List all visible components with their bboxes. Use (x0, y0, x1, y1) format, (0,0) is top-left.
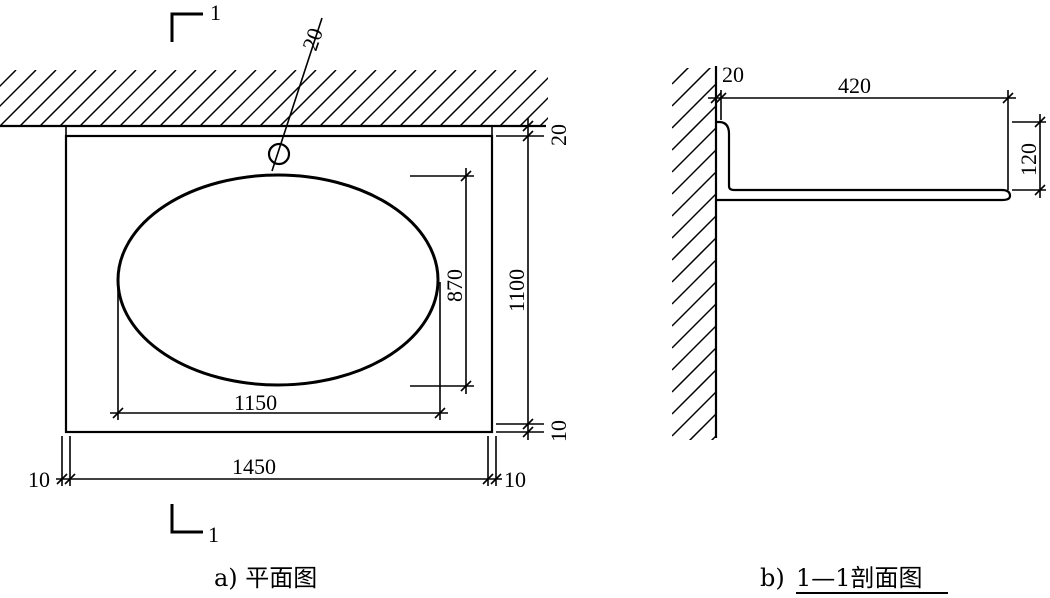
hatch-line (672, 149, 716, 195)
hatch-line (539, 116, 548, 126)
hatch-line (339, 70, 397, 126)
hatch-line (672, 105, 716, 151)
plan-view: 20 1 1 870 1150 20 1100 10 (0, 0, 616, 592)
dim-bottom-tick-3 (482, 473, 494, 485)
dim-basin-width: 1150 (234, 390, 277, 415)
dim-1150-tick-left (112, 407, 124, 419)
hatch-line (59, 70, 117, 126)
hatch-line (399, 70, 457, 126)
hatch-line (672, 303, 716, 349)
hatch-line (239, 70, 297, 126)
hatch-line (672, 127, 716, 173)
hatch-line (672, 325, 716, 371)
hatch-line (672, 68, 690, 85)
hatch-line (19, 70, 77, 126)
dim-right-tick-2 (522, 130, 534, 142)
hatch-line (672, 391, 716, 437)
hatch-line (0, 70, 57, 126)
hatch-line (99, 70, 157, 126)
hatch-line (672, 215, 716, 261)
countertop-outline (64, 134, 494, 434)
dim-right-tick-1 (522, 120, 534, 132)
sec-tick-2 (715, 92, 727, 104)
hatch-line (672, 83, 716, 129)
hatch-line (199, 70, 257, 126)
section-caption-title: 1—1剖面图 (796, 564, 923, 592)
basin-ellipse (116, 173, 440, 387)
hatch-line (299, 70, 357, 126)
hatch-line (259, 70, 317, 126)
section-mark-bottom (170, 504, 203, 534)
plan-caption: a) 平面图 (214, 564, 317, 592)
hole-leader-line (271, 17, 323, 172)
dim-margin-left: 10 (28, 467, 50, 492)
dim-margin-right: 10 (504, 467, 526, 492)
sec-tick-3 (1002, 92, 1014, 104)
hatch-line (0, 70, 17, 88)
hatch-line (419, 70, 477, 126)
hatch-line (710, 435, 716, 440)
dim-gap-top: 20 (546, 124, 571, 146)
sec-dim-depth: 420 (838, 73, 871, 98)
dim-width-total: 1450 (232, 454, 276, 479)
section-mark-bottom-label: 1 (208, 522, 219, 547)
hatch-line (672, 347, 716, 393)
dim-right-tick-4 (522, 426, 534, 438)
hatch-line (319, 70, 377, 126)
hatch-line (688, 413, 716, 440)
section-mark-top-label: 1 (210, 0, 221, 25)
hatch-line (672, 259, 716, 305)
dim-870-tick-bottom (460, 380, 472, 392)
dim-bottom-tick-2 (64, 473, 76, 485)
hatch-line (519, 96, 548, 126)
hatch-line (672, 369, 716, 415)
hatch-line (672, 193, 716, 239)
hatch-line (179, 70, 237, 126)
dim-basin-depth: 870 (442, 269, 467, 302)
hatch-line (119, 70, 177, 126)
dim-bottom-tick-4 (490, 473, 502, 485)
faucet-hole (267, 142, 291, 166)
hatch-line (359, 70, 417, 126)
hatch-line (560, 70, 616, 126)
countertop-profile (716, 120, 1012, 202)
sec-dim-backsplash: 120 (1016, 143, 1041, 176)
hatch-line (672, 458, 716, 502)
section-mark-top (170, 12, 203, 42)
hatch-line (672, 281, 716, 327)
dim-1150-tick-right (434, 407, 446, 419)
hatch-line (672, 237, 716, 283)
dim-hole: 20 (297, 25, 328, 54)
dim-height-total: 1100 (504, 269, 529, 312)
hatch-line (159, 70, 217, 126)
sec-dim-thickness: 20 (722, 62, 744, 87)
hatch-line (672, 171, 716, 217)
hatch-line (219, 70, 277, 126)
hatch-line (39, 70, 97, 126)
wall-hatch-side (672, 68, 716, 502)
hatch-line (672, 68, 712, 107)
dim-gap-bottom: 10 (546, 420, 571, 442)
dim-870-tick-top (460, 170, 472, 182)
hatch-line (0, 70, 37, 108)
section-caption-prefix: b) (760, 564, 785, 592)
dim-right-tick-3 (522, 418, 534, 430)
hatch-line (379, 70, 437, 126)
section-view: 20 420 120 b) 1—1剖面图 (672, 62, 1046, 594)
sec-tick-120-bottom (1034, 184, 1046, 196)
hatch-line (439, 70, 497, 126)
hatch-line (459, 70, 517, 126)
hatch-line (479, 70, 537, 126)
wall-hatch-top (0, 70, 616, 126)
sec-tick-1 (710, 92, 722, 104)
hatch-line (139, 70, 197, 126)
hatch-line (79, 70, 137, 126)
hatch-line (499, 76, 548, 126)
sec-tick-120-top (1034, 116, 1046, 128)
dim-bottom-tick-1 (56, 473, 68, 485)
